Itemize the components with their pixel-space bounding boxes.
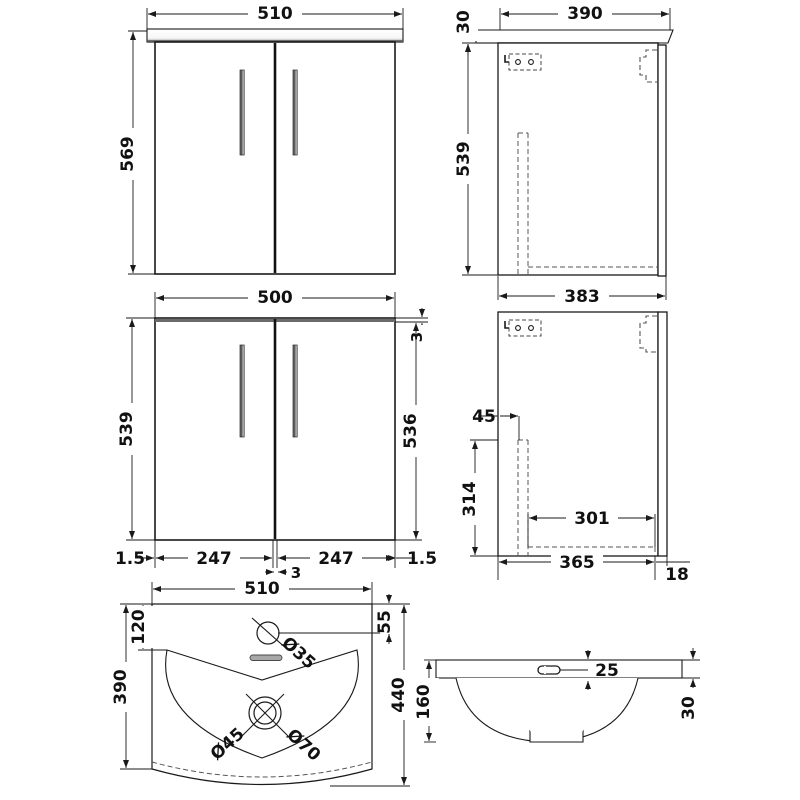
door-handle-right-lower	[292, 344, 298, 438]
dim-label-v6-25: 25	[595, 661, 619, 681]
door-handle-left-lower	[239, 344, 245, 438]
dim-label-v4-18: 18	[665, 565, 689, 585]
waste-hole-icon	[239, 693, 291, 739]
dimension-v3-539: 539	[117, 317, 155, 541]
dim-label-v2-539: 539	[454, 141, 474, 177]
dimension-v2-30: 30	[454, 3, 478, 55]
dim-label-v6-30: 30	[679, 696, 699, 720]
dim-label-v1-569: 569	[118, 136, 138, 172]
wall-bracket-icon	[504, 53, 542, 71]
dimension-v6-30: 30	[679, 648, 703, 726]
hinge-hidden-outline	[639, 49, 657, 83]
dim-label-v6-160: 160	[414, 684, 434, 720]
view-front-elevation-with-basin: 510 569	[118, 3, 404, 275]
dimension-v3-3-right: 3	[395, 308, 431, 343]
dim-label-v3-1_5-right: 1.5	[407, 549, 437, 569]
dim-label-v5-440: 440	[389, 677, 409, 713]
dimension-v4-365: 365	[497, 552, 656, 580]
dimension-v1-569: 569	[118, 30, 155, 275]
dim-label-v4-365: 365	[559, 553, 595, 573]
cabinet-body-front	[154, 41, 396, 275]
hinge-hidden-outline-lower	[639, 315, 657, 353]
dim-label-v3-3-right: 3	[408, 332, 426, 342]
dim-label-v4-314: 314	[460, 481, 480, 517]
overflow-slot-section-icon	[537, 665, 561, 675]
dimension-v2-383: 383	[497, 276, 667, 307]
dimension-v5-440: 440	[330, 603, 414, 787]
dim-label-v2-30: 30	[454, 10, 474, 34]
carcass-side-outline	[497, 42, 667, 277]
dimension-v3-500: 500	[154, 287, 396, 318]
dimension-v5-390: 390	[111, 603, 152, 770]
view-basin-section: 160 25 30	[414, 648, 703, 743]
dimension-v6-25: 25	[560, 650, 619, 690]
view-basin-plan: Ø35 Ø45 Ø70 510	[111, 578, 414, 787]
dimension-v6-160: 160	[414, 659, 439, 743]
dim-label-v5-120: 120	[129, 609, 149, 645]
cabinet-carcass-front	[154, 317, 396, 541]
dimension-chain-v3-bottom: 1.5 247 3 247 1.5	[115, 540, 437, 582]
overflow-slot-icon	[249, 654, 283, 661]
worktop-profile	[475, 29, 674, 44]
dimension-v2-539: 539	[454, 42, 498, 276]
view-side-section-cabinet: 45 314 301 365	[460, 311, 690, 585]
internal-partition-hidden	[517, 132, 657, 274]
dimension-v2-390: 390	[499, 3, 671, 30]
dim-label-v5-55: 55	[375, 610, 395, 634]
dim-label-v1-510: 510	[257, 4, 293, 24]
dim-label-v2-383: 383	[564, 287, 600, 307]
dim-label-v5-390: 390	[111, 669, 131, 705]
dim-label-v3-247-right: 247	[318, 549, 354, 569]
worktop-band	[146, 28, 404, 43]
dimension-v4-45: 45	[472, 407, 520, 440]
dim-label-v3-539: 539	[117, 411, 137, 447]
door-handle-right	[292, 69, 298, 156]
dim-label-v2-390: 390	[567, 4, 603, 24]
dim-label-v3-3-center: 3	[291, 564, 301, 582]
dimension-v3-536: 536	[395, 321, 426, 541]
door-handle-left	[239, 69, 245, 156]
dimension-v4-301: 301	[527, 508, 656, 547]
dim-label-v3-247-left: 247	[196, 549, 232, 569]
view-front-elevation-cabinet: 500 3 539 536	[115, 287, 437, 582]
dim-label-v3-1_5-left: 1.5	[115, 549, 145, 569]
dim-label-v3-500: 500	[257, 288, 293, 308]
dim-label-v5-510: 510	[244, 579, 280, 599]
dim-label-v4-301: 301	[574, 509, 610, 529]
dimension-v5-120: 120	[129, 603, 167, 651]
dimension-v1-510: 510	[146, 3, 404, 29]
dim-label-v3-536: 536	[401, 413, 421, 449]
dimension-v5-510: 510	[151, 578, 373, 604]
view-side-elevation-with-basin: 390 30 539 383	[454, 3, 674, 307]
wall-bracket-icon-lower	[504, 319, 542, 337]
dim-label-v4-45: 45	[472, 407, 496, 427]
dimension-v4-18: 18	[656, 556, 690, 585]
dimension-v4-314: 314	[460, 439, 498, 557]
